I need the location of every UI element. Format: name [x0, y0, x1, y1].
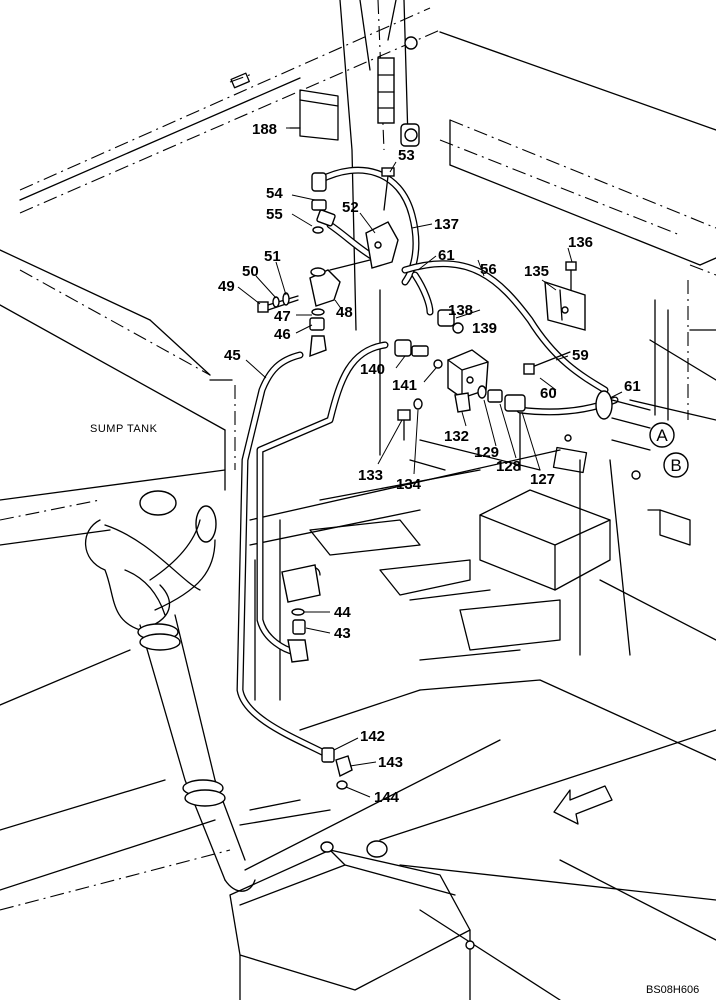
- callout-54: 54: [266, 185, 283, 202]
- callout-49: 49: [218, 278, 235, 295]
- callout-60: 60: [540, 385, 557, 402]
- callout-134: 134: [396, 476, 422, 493]
- callout-56: 56: [480, 261, 497, 278]
- callout-141: 141: [392, 377, 417, 394]
- callout-61-upper: 61: [438, 247, 455, 264]
- callout-127: 127: [530, 471, 555, 488]
- callout-135: 135: [524, 263, 549, 280]
- direction-arrow: [553, 785, 613, 825]
- connector-a: A: [649, 422, 675, 448]
- callout-138: 138: [448, 302, 473, 319]
- callout-61-lower: 61: [624, 378, 641, 395]
- callout-133: 133: [358, 467, 383, 484]
- callout-50: 50: [242, 263, 259, 280]
- callout-128: 128: [496, 458, 521, 475]
- callout-45: 45: [224, 347, 241, 364]
- callout-140: 140: [360, 361, 385, 378]
- callout-144: 144: [374, 789, 400, 806]
- callout-53: 53: [398, 147, 415, 164]
- svg-text:A: A: [656, 426, 668, 445]
- callout-139: 139: [472, 320, 497, 337]
- callout-47: 47: [274, 308, 291, 325]
- hydraulic-hoses: [236, 166, 619, 759]
- callout-52: 52: [342, 199, 359, 216]
- callout-132: 132: [444, 428, 469, 445]
- callout-46: 46: [274, 326, 291, 343]
- svg-text:B: B: [670, 456, 681, 475]
- callout-44: 44: [334, 604, 351, 621]
- connector-b: B: [663, 452, 689, 478]
- callout-129: 129: [474, 444, 499, 461]
- fittings: [257, 127, 651, 790]
- callout-55: 55: [266, 206, 283, 223]
- callout-51: 51: [264, 248, 281, 265]
- drawing-code: BS08H606: [646, 984, 699, 996]
- callout-142: 142: [360, 728, 385, 745]
- callout-59: 59: [572, 347, 589, 364]
- leader-lines: [237, 127, 623, 798]
- callout-43: 43: [334, 625, 351, 642]
- callout-numbers: 188 53 54 55 52 137 61 56 136 135 51 50 …: [218, 121, 641, 806]
- callout-143: 143: [378, 754, 403, 771]
- sump-tank: [0, 249, 475, 1000]
- callout-48: 48: [336, 304, 353, 321]
- callout-136: 136: [568, 234, 593, 251]
- callout-137: 137: [434, 216, 459, 233]
- sump-tank-label: SUMP TANK: [90, 423, 158, 435]
- callout-188: 188: [252, 121, 277, 138]
